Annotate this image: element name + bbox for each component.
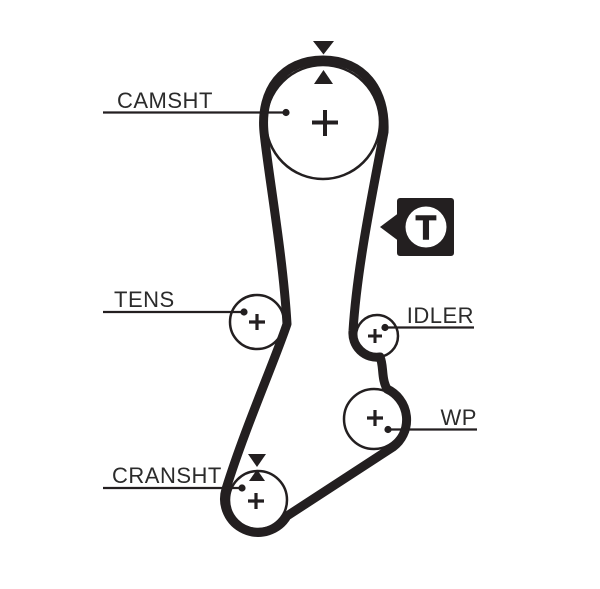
camshaft-leader-dot <box>282 108 290 117</box>
tensioner-label: TENS <box>114 287 175 312</box>
camshaft-callout: CAMSHT <box>103 88 290 117</box>
idler-callout: IDLER <box>381 303 474 332</box>
belt-tension-marker: T <box>380 198 454 256</box>
idler-label: IDLER <box>407 303 474 328</box>
idler-leader-dot <box>381 323 389 332</box>
triangle-up-icon <box>314 70 333 84</box>
water-pump-leader-dot <box>384 425 392 434</box>
tensioner-leader-dot <box>240 308 248 316</box>
crankshaft-center-mark <box>248 493 264 509</box>
triangle-up-icon <box>249 469 265 481</box>
crankshaft-timing-marks <box>248 454 266 481</box>
triangle-down-icon <box>313 41 334 55</box>
camshaft-label: CAMSHT <box>117 88 213 113</box>
tension-marker-letter: T <box>416 209 436 246</box>
crankshaft-leader-dot <box>238 484 246 492</box>
crankshaft-callout: CRANSHT <box>103 463 246 492</box>
water-pump-center-mark <box>367 410 383 426</box>
triangle-down-icon <box>248 454 266 467</box>
tension-marker-circle <box>405 206 447 248</box>
tensioner-center-mark <box>249 314 265 330</box>
crankshaft-label: CRANSHT <box>112 463 222 488</box>
water-pump-label: WP <box>441 405 477 430</box>
timing-belt <box>220 55 412 537</box>
tensioner-callout: TENS <box>103 287 248 316</box>
camshaft-center-mark <box>312 110 338 136</box>
camshaft-timing-marks <box>313 41 334 84</box>
idler-center-mark <box>368 329 382 343</box>
water-pump-callout: WP <box>384 405 477 434</box>
left-arrow-icon <box>380 212 400 242</box>
